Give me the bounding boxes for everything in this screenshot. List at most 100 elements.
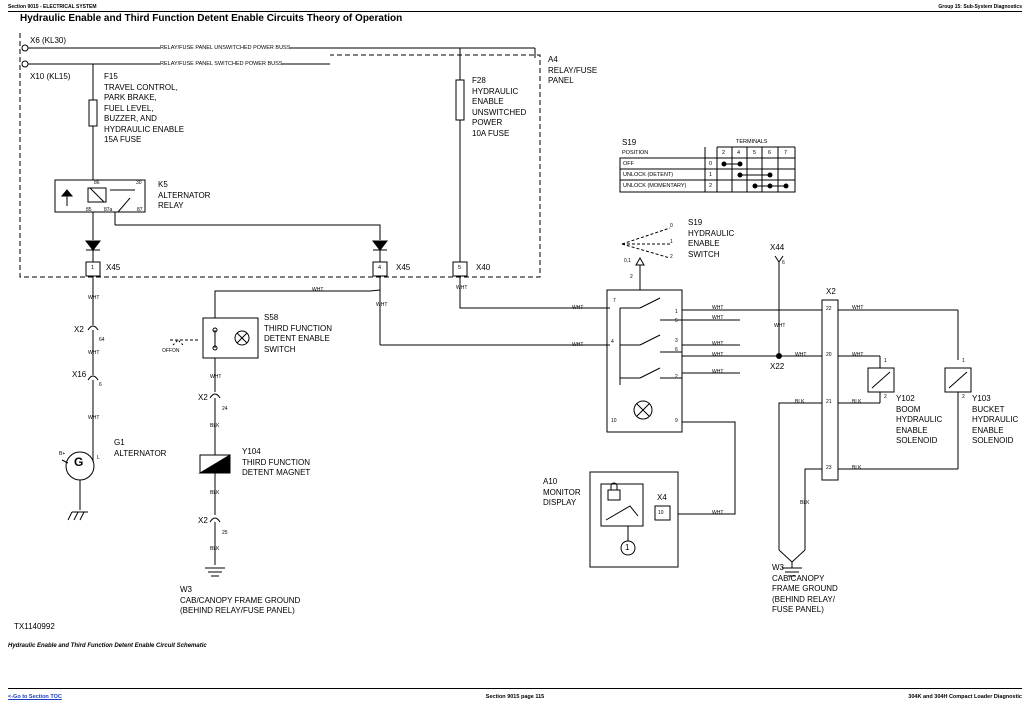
wire-blk-3: BLK [210, 546, 220, 552]
x45-label-right: X45 [396, 263, 411, 272]
s19-pos-2: 2 [670, 254, 673, 260]
s58-on: ON [172, 348, 180, 354]
relay-pin-30: 30 [136, 180, 142, 186]
s58-label: S58 THIRD FUNCTION DETENT ENABLE SWITCH [264, 313, 332, 354]
s19-table-row-detent: UNLOCK (DETENT) [623, 172, 674, 178]
s19-table-terminals: TERMINALS [736, 139, 768, 145]
s19-table-t2: 2 [722, 150, 726, 156]
wire-blk-y102: BLK [852, 399, 862, 405]
wire-wht-s19-in2: WHT [572, 342, 584, 348]
y103-solenoid [944, 367, 972, 393]
x2-label-1: X2 [74, 325, 84, 334]
s19-table-position: POSITION [622, 150, 649, 156]
s19-table-t4: 4 [737, 150, 741, 156]
unswitched-bus-label: RELAY/FUSE PANEL UNSWITCHED POWER BUSS [160, 45, 291, 51]
x4-pin-10: 10 [658, 510, 664, 516]
s19-pos-0: 0 [670, 223, 673, 229]
x10-terminal [21, 60, 29, 68]
x2-block-label: X2 [826, 287, 836, 296]
wire-wht-s19-o1: WHT [712, 305, 724, 311]
x2-pin-22: 22 [826, 306, 832, 312]
x4-connector [654, 505, 671, 521]
section-header: Section 9015 - ELECTRICAL SYSTEM [8, 4, 97, 10]
f28-fuse [455, 79, 465, 121]
wire-wht-2: WHT [88, 350, 100, 356]
diode-1 [84, 240, 102, 251]
page-number: Section 9015 page 115 [485, 694, 545, 700]
a10-callout-number: 1 [625, 543, 630, 552]
y102-pin-2: 2 [884, 394, 887, 400]
relay-pin-86: 86 [94, 180, 100, 186]
wire-wht-4: WHT [376, 302, 388, 308]
s19-switch [606, 289, 683, 433]
w3-left-label: W3 CAB/CANOPY FRAME GROUND (BEHIND RELAY… [180, 585, 301, 615]
y103-pin-1: 1 [962, 358, 965, 364]
x45-label-left: X45 [106, 263, 121, 272]
x44-pin-6: 6 [782, 260, 785, 266]
x10-label: X10 (KL15) [30, 72, 71, 81]
s19-table-t5: 5 [753, 150, 757, 156]
s19-table-t7: 7 [784, 150, 788, 156]
section-toc-link[interactable]: <-Go to Section TOC [8, 694, 62, 700]
relay-fuse-panel-boundary [19, 33, 541, 278]
wire-wht-20: WHT [852, 352, 864, 358]
s19-label: S19 HYDRAULIC ENABLE SWITCH [688, 218, 735, 259]
s19-table-row-detent-num: 1 [709, 172, 713, 178]
page-title: Hydraulic Enable and Third Function Dete… [20, 13, 403, 24]
s19-table-title: S19 [622, 138, 637, 147]
s58-lamp [234, 330, 250, 346]
wire-wht-x40: WHT [456, 285, 468, 291]
x22-label: X22 [770, 362, 785, 371]
wire-wht-1: WHT [88, 295, 100, 301]
y103-pin-2: 2 [962, 394, 965, 400]
s19-pin-5: 5 [675, 318, 678, 324]
x2-pin-21: 21 [826, 399, 832, 405]
diode-2 [371, 240, 389, 251]
relay-pin-85: 85 [86, 207, 92, 213]
g1-pin-b: B+ [59, 451, 66, 457]
s19-pin-2: 2 [675, 374, 678, 380]
footer-rule [8, 688, 1022, 689]
wire-wht-x22: WHT [795, 352, 807, 358]
x40-pin5-label: 5 [458, 265, 462, 271]
s19-table-row-momentary-num: 2 [709, 183, 713, 189]
g1-label: G1 ALTERNATOR [114, 438, 167, 458]
g1-pin-l: L [97, 455, 100, 461]
a10-label: A10 MONITOR DISPLAY [543, 477, 581, 507]
wire-wht-s19-o5: WHT [712, 369, 724, 375]
s19-pos-2b: 2 [630, 274, 633, 280]
s19-pin-6: 6 [675, 347, 678, 353]
y102-solenoid [867, 367, 895, 393]
x2-64-connector [87, 325, 99, 331]
figure-id: TX1140992 [14, 622, 55, 631]
x2-label-3: X2 [198, 516, 208, 525]
wire-wht-a10: WHT [712, 510, 724, 516]
x45-pin4-label: 4 [378, 265, 382, 271]
y104-label: Y104 THIRD FUNCTION DETENT MAGNET [242, 447, 311, 477]
x2-25-connector [209, 517, 221, 523]
x2-24-connector [209, 393, 221, 399]
s19-pos-1: 1 [670, 239, 673, 245]
wire-wht-3: WHT [88, 415, 100, 421]
x2-pin-23: 23 [826, 465, 832, 471]
wire-wht-s58: WHT [312, 287, 324, 293]
f15-fuse [88, 99, 98, 127]
wire-wht-s19-in1: WHT [572, 305, 584, 311]
f28-label: F28 HYDRAULIC ENABLE UNSWITCHED POWER 10… [472, 76, 527, 138]
switched-bus-label: RELAY/FUSE PANEL SWITCHED POWER BUSS [160, 61, 283, 67]
wire-wht-s19-o2: WHT [712, 315, 724, 321]
a4-label: A4 RELAY/FUSE PANEL [548, 55, 598, 85]
wire-wht-s19-o3: WHT [712, 341, 724, 347]
g1-symbol: G [74, 455, 84, 469]
w3-right-label: W3 CAB/CANOPY FRAME GROUND (BEHIND RELAY… [772, 563, 838, 614]
x2-pin-24: 24 [222, 406, 228, 412]
s19-pin-9: 9 [675, 418, 678, 424]
s19-table-row-off-num: 0 [709, 161, 713, 167]
k5-relay [54, 179, 146, 213]
x6-label: X6 (KL30) [30, 36, 67, 45]
x45-pin1-label: 1 [91, 265, 95, 271]
s19-pin-3: 3 [675, 338, 678, 344]
x2-pin-20: 20 [826, 352, 832, 358]
wire-blk-2: BLK [210, 490, 220, 496]
